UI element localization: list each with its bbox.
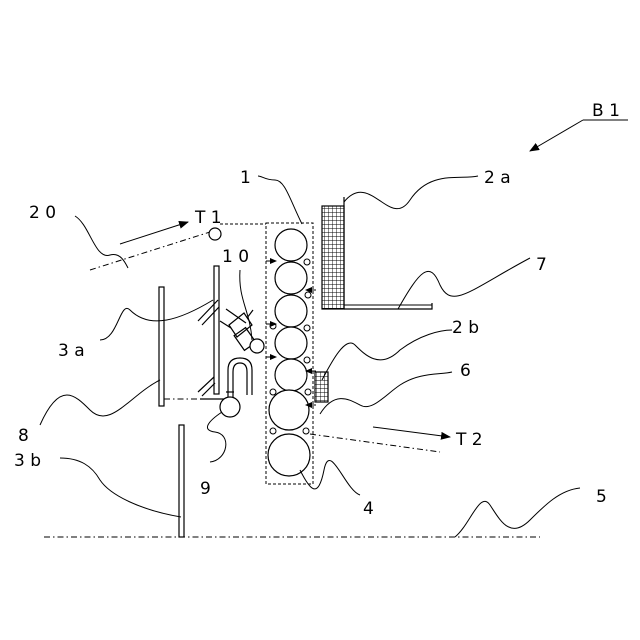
leader-2b <box>322 330 452 380</box>
leader-6 <box>320 372 452 414</box>
leader-8 <box>40 380 160 425</box>
roll <box>275 359 307 391</box>
device-9 <box>220 358 252 417</box>
label-4: 4 <box>363 499 374 519</box>
leader-7 <box>398 258 530 309</box>
label-3b: 3 b <box>14 451 41 471</box>
b1-arrow <box>530 120 583 151</box>
label-2b: 2 b <box>452 318 479 338</box>
label-6: 6 <box>460 361 471 381</box>
leader-5 <box>455 488 580 537</box>
label-20: 2 0 <box>29 203 56 223</box>
label-7: 7 <box>536 255 547 275</box>
flow-arrow-t1 <box>120 222 188 244</box>
roll <box>275 327 307 359</box>
mesh-panel-2a <box>322 206 344 309</box>
label-10: 1 0 <box>222 247 249 267</box>
label-b1: B 1 <box>592 101 620 121</box>
label-1: 1 <box>240 168 251 188</box>
leader-3b <box>60 458 181 517</box>
label-2a: 2 a <box>484 168 511 188</box>
roll <box>275 229 307 261</box>
flow-line-t1 <box>90 232 210 270</box>
leader-4 <box>300 460 360 495</box>
post-3b <box>179 425 184 537</box>
flow-arrow-t2 <box>373 427 450 437</box>
roll <box>275 262 307 294</box>
sensor-t1 <box>209 228 221 240</box>
leader-9 <box>207 412 225 462</box>
device-10 <box>220 309 264 353</box>
label-8: 8 <box>18 426 29 446</box>
mesh-panel-2b <box>315 372 328 402</box>
shelf-7 <box>344 303 432 309</box>
label-3a: 3 a <box>58 341 85 361</box>
flow-line-t2 <box>310 434 440 452</box>
label-9: 9 <box>200 479 211 499</box>
leader-3a <box>100 300 213 340</box>
leader-1 <box>258 176 302 224</box>
roll <box>268 434 310 476</box>
roll-stack <box>266 229 316 476</box>
label-t1: T 1 <box>194 208 222 228</box>
label-t2: T 2 <box>455 430 483 450</box>
label-5: 5 <box>596 487 607 507</box>
roll <box>275 295 307 327</box>
leader-2a <box>344 176 478 209</box>
roll <box>269 390 309 430</box>
frame-3a <box>159 266 226 406</box>
